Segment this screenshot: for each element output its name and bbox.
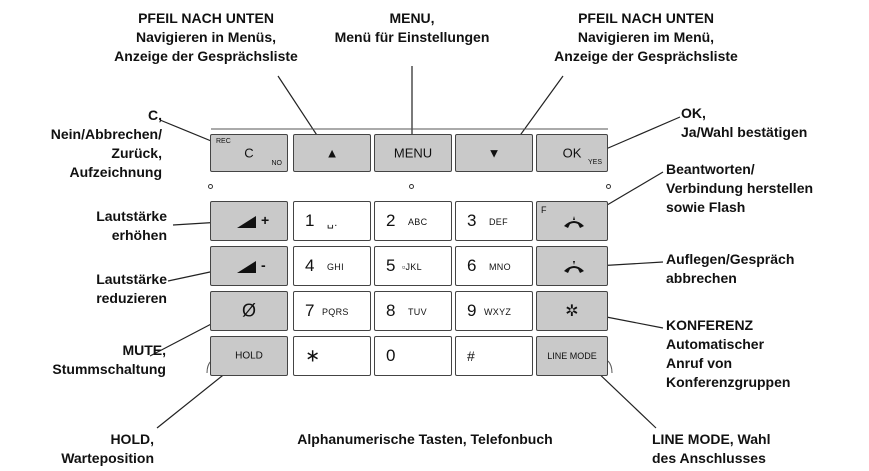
volume-down-button[interactable]: -	[210, 246, 288, 286]
keypad: REC C NO ▲ MENU ▼ OK YES + 1 ␣. 2 ABC 3 …	[205, 125, 614, 387]
key-8[interactable]: 8 TUV	[374, 291, 452, 331]
label-hold: HOLD, Warteposition	[61, 431, 154, 466]
digit-8: 8	[386, 301, 396, 320]
key-2[interactable]: 2 ABC	[374, 201, 452, 241]
hangup-button[interactable]	[536, 246, 608, 286]
label-hangup: Auflegen/Gespräch abbrechen	[666, 251, 795, 286]
label-alnum: Alphanumerische Tasten, Telefonbuch	[297, 431, 553, 447]
key-6[interactable]: 6 MNO	[455, 246, 533, 286]
no-label: NO	[271, 160, 283, 167]
label-linemode: LINE MODE, Wahl des Anschlusses	[652, 431, 771, 466]
letters-4: GHI	[327, 262, 344, 272]
digit-6: 6	[467, 256, 477, 275]
digit-5: 5	[386, 256, 396, 275]
key-0[interactable]: 0	[374, 336, 452, 376]
key-3[interactable]: 3 DEF	[455, 201, 533, 241]
up-arrow-button[interactable]: ▲	[293, 134, 371, 172]
down-arrow-icon: ▼	[487, 145, 501, 161]
letters-2: ABC	[408, 217, 428, 227]
menu-key-label: MENU	[393, 145, 433, 161]
line-mode-key-label: LINE MODE	[547, 351, 597, 361]
label-mute: MUTE, Stummschaltung	[52, 342, 166, 377]
letters-9: WXYZ	[484, 307, 512, 317]
digit-2: 2	[386, 211, 396, 230]
c-button[interactable]: REC C NO	[210, 134, 288, 172]
key-hash[interactable]: #	[455, 336, 533, 376]
volume-up-button[interactable]: +	[210, 201, 288, 241]
volume-up-icon	[237, 216, 256, 228]
ok-button[interactable]: OK YES	[536, 134, 608, 172]
label-vol-down: Lautstärke reduzieren	[96, 271, 167, 306]
letters-8: TUV	[408, 307, 427, 317]
line-mode-button[interactable]: LINE MODE	[536, 336, 608, 376]
hold-button[interactable]: HOLD	[210, 336, 288, 376]
conference-icon: ✲	[565, 303, 579, 320]
c-key-label: C	[244, 145, 254, 161]
letters-3: DEF	[489, 217, 508, 227]
menu-button[interactable]: MENU	[374, 134, 452, 172]
yes-label: YES	[587, 159, 602, 166]
letters-6: MNO	[489, 262, 511, 272]
minus-sign: -	[261, 257, 266, 273]
label-down-left: PFEIL NACH UNTEN Navigieren in Menüs, An…	[114, 10, 298, 64]
up-arrow-icon: ▲	[325, 145, 339, 161]
indicator-dot-right	[606, 184, 611, 189]
key-4[interactable]: 4 GHI	[293, 246, 371, 286]
key-7[interactable]: 7 PQRS	[293, 291, 371, 331]
letters-1: ␣.	[327, 216, 338, 229]
digit-1: 1	[305, 211, 315, 230]
digit-3: 3	[467, 211, 477, 230]
hangup-phone-icon	[564, 261, 584, 273]
digit-4: 4	[305, 256, 315, 275]
ok-key-label: OK	[562, 145, 582, 161]
key-star[interactable]: ∗	[293, 336, 371, 376]
answer-phone-icon	[564, 216, 584, 228]
key-1[interactable]: 1 ␣.	[293, 201, 371, 241]
label-conference: KONFERENZ Automatischer Anruf von Konfer…	[666, 317, 791, 390]
down-arrow-button[interactable]: ▼	[455, 134, 533, 172]
mute-button[interactable]: Ø	[210, 291, 288, 331]
indicator-dot-center	[409, 184, 414, 189]
digit-7: 7	[305, 301, 315, 320]
label-ok: OK, Ja/Wahl bestätigen	[681, 105, 808, 140]
answer-button[interactable]: F	[536, 201, 608, 241]
hash-symbol: #	[467, 348, 475, 364]
mute-icon: Ø	[241, 300, 256, 321]
label-c: C, Nein/Abbrechen/ Zurück, Aufzeichnung	[50, 107, 162, 180]
label-vol-up: Lautstärke erhöhen	[96, 208, 167, 243]
label-answer: Beantworten/ Verbindung herstellen sowie…	[666, 161, 814, 215]
conference-button[interactable]: ✲	[536, 291, 608, 331]
star-symbol: ∗	[305, 345, 321, 366]
indicator-dot-left	[208, 184, 213, 189]
label-menu: MENU, Menü für Einstellungen	[334, 10, 490, 45]
hold-key-label: HOLD	[235, 350, 263, 362]
letters-5: ▫JKL	[402, 262, 422, 272]
key-9[interactable]: 9 WXYZ	[455, 291, 533, 331]
key-5[interactable]: 5 ▫JKL	[374, 246, 452, 286]
label-down-right: PFEIL NACH UNTEN Navigieren im Menü, Anz…	[554, 10, 738, 64]
plus-sign: +	[261, 212, 270, 228]
volume-down-icon	[237, 261, 256, 273]
digit-0: 0	[386, 346, 396, 365]
letters-7: PQRS	[322, 307, 349, 317]
rec-label: REC	[216, 138, 231, 145]
flash-label: F	[541, 205, 547, 215]
digit-9: 9	[467, 301, 477, 320]
